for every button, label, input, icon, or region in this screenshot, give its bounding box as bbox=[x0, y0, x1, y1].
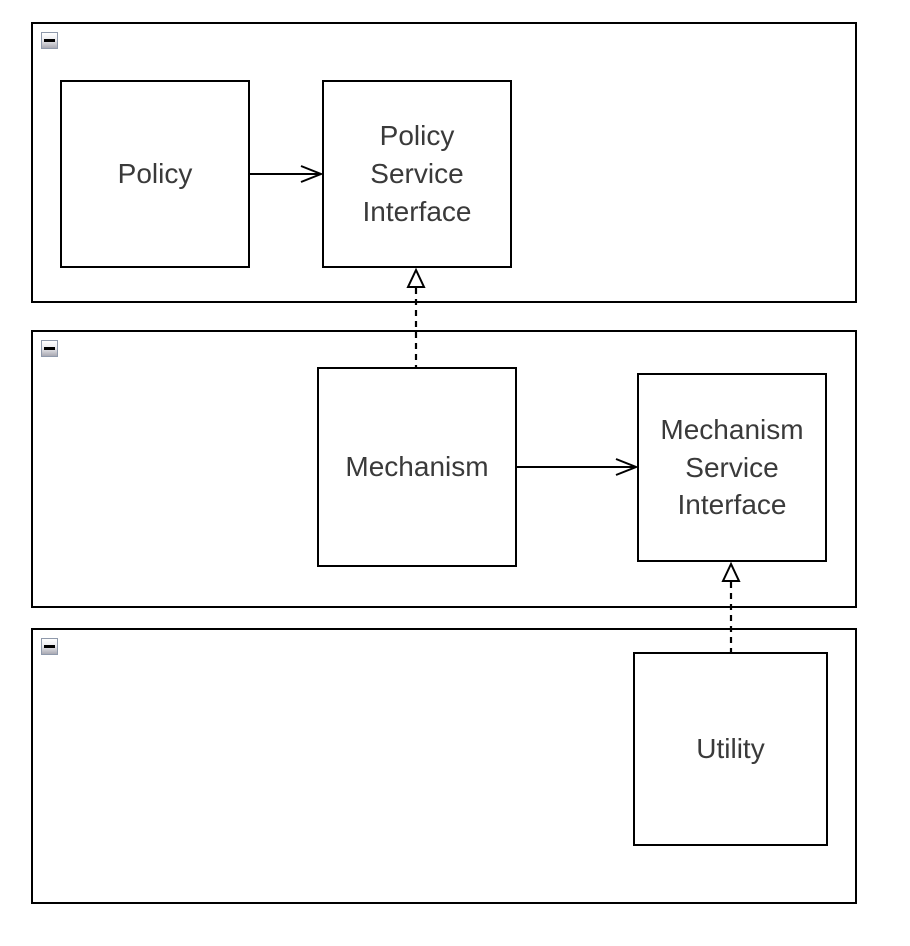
edge-mechanism-to-mechanism-service-interface[interactable] bbox=[517, 458, 639, 476]
edge-utility-to-mechanism-service-interface[interactable] bbox=[721, 561, 741, 652]
minus-bar bbox=[44, 645, 55, 648]
node-policy[interactable]: Policy bbox=[60, 80, 250, 268]
minus-bar bbox=[44, 347, 55, 350]
collapse-minus-icon[interactable] bbox=[41, 638, 58, 655]
edge-policy-to-policy-service-interface[interactable] bbox=[250, 165, 324, 183]
minus-bar bbox=[44, 39, 55, 42]
node-label: Utility bbox=[696, 733, 765, 765]
edge-mechanism-to-policy-service-interface[interactable] bbox=[406, 267, 426, 367]
collapse-minus-icon[interactable] bbox=[41, 340, 58, 357]
collapse-minus-icon[interactable] bbox=[41, 32, 58, 49]
open-arrowhead-icon bbox=[300, 165, 324, 183]
node-policy-service-interface[interactable]: Policy Service Interface bbox=[322, 80, 512, 268]
open-arrowhead-icon bbox=[615, 458, 639, 476]
node-label: Policy Service Interface bbox=[362, 120, 472, 227]
node-mechanism[interactable]: Mechanism bbox=[317, 367, 517, 567]
node-label: Policy bbox=[117, 158, 193, 190]
hollow-triangle-arrowhead-icon bbox=[721, 561, 741, 582]
node-label: Mechanism bbox=[345, 451, 489, 483]
hollow-triangle-arrowhead-icon bbox=[406, 267, 426, 288]
node-label: Mechanism Service Interface bbox=[660, 413, 804, 521]
node-mechanism-service-interface[interactable]: Mechanism Service Interface bbox=[637, 373, 827, 562]
node-utility[interactable]: Utility bbox=[633, 652, 828, 846]
